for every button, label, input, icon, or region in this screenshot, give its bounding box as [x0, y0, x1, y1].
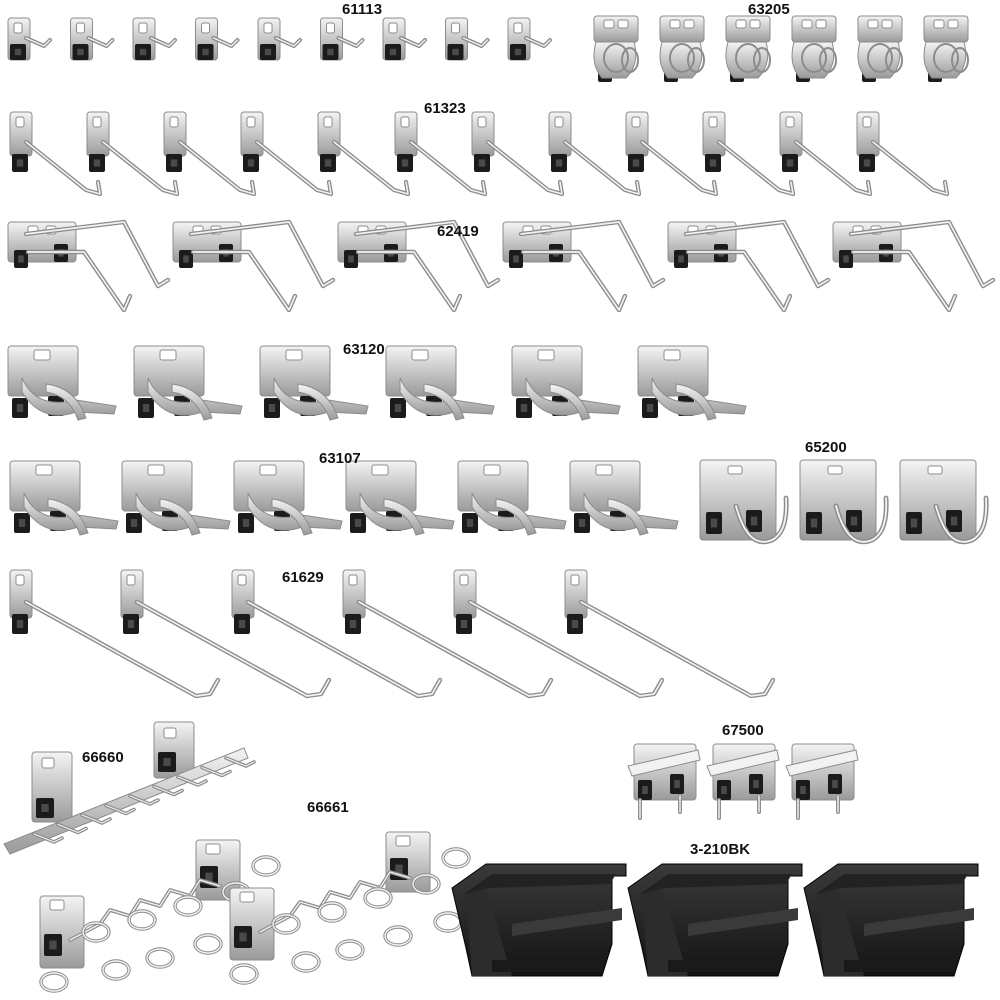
angled-hook-item	[856, 111, 950, 197]
part-group-63205	[593, 15, 969, 82]
short-hook-item	[257, 17, 302, 61]
angled-hook-item	[240, 111, 334, 197]
short-hook-item	[132, 17, 177, 61]
angled-hook-item	[317, 111, 411, 197]
long-hook-item	[564, 569, 776, 699]
label-62419: 62419	[437, 223, 479, 240]
double-hook-item	[337, 219, 501, 313]
double-clip-item	[659, 15, 705, 82]
ring-holder-item	[39, 839, 281, 993]
spring-clip-item	[121, 460, 231, 536]
short-hook-item	[507, 17, 552, 61]
spring-clip-item	[259, 345, 369, 421]
label-61113: 61113	[342, 1, 383, 18]
double-clip-item	[923, 15, 969, 82]
part-group-62419	[7, 219, 996, 313]
double-hook-item	[832, 219, 996, 313]
part-group-63107	[9, 460, 679, 536]
spring-clip-item	[457, 460, 567, 536]
angled-hook-item	[702, 111, 796, 197]
angled-hook-item	[548, 111, 642, 197]
label-63107: 63107	[319, 450, 361, 467]
short-hook-item	[7, 17, 52, 61]
label-66660: 66660	[82, 749, 124, 766]
ring-holder-item	[229, 831, 471, 985]
j-hook-item	[899, 459, 989, 545]
part-group-61629	[9, 569, 776, 699]
multi-tool-bar-item	[3, 721, 256, 855]
part-group-61113	[7, 17, 552, 61]
part-group-61323	[9, 111, 950, 197]
part-group-66660	[3, 721, 256, 855]
double-hook-item	[7, 219, 171, 313]
double-hook-item	[172, 219, 336, 313]
label-63120: 63120	[343, 341, 385, 358]
part-group-67500	[627, 743, 859, 820]
angled-hook-item	[394, 111, 488, 197]
double-clip-item	[725, 15, 771, 82]
double-clip-item	[593, 15, 639, 82]
short-hook-item	[382, 17, 427, 61]
spring-clip-item	[233, 460, 343, 536]
part-group-65200	[699, 459, 989, 545]
long-hook-item	[453, 569, 665, 699]
spring-clip-item	[7, 345, 117, 421]
angled-hook-item	[163, 111, 257, 197]
angled-hook-item	[625, 111, 719, 197]
storage-bin-item	[451, 863, 627, 977]
storage-bin-item	[803, 863, 979, 977]
j-hook-item	[699, 459, 789, 545]
bin-clip-item	[627, 743, 701, 820]
angled-hook-item	[779, 111, 873, 197]
j-hook-item	[799, 459, 889, 545]
short-hook-item	[70, 17, 115, 61]
label-67500: 67500	[722, 722, 764, 739]
long-hook-item	[9, 569, 221, 699]
spring-clip-item	[569, 460, 679, 536]
long-hook-item	[231, 569, 443, 699]
bin-clip-item	[785, 743, 859, 820]
angled-hook-item	[86, 111, 180, 197]
long-hook-item	[342, 569, 554, 699]
double-hook-item	[667, 219, 831, 313]
label-65200: 65200	[805, 439, 847, 456]
label-66661: 66661	[307, 799, 349, 816]
spring-clip-item	[637, 345, 747, 421]
spring-clip-item	[9, 460, 119, 536]
short-hook-item	[195, 17, 240, 61]
part-group-3-210BK	[451, 863, 979, 977]
storage-bin-item	[627, 863, 803, 977]
label-61323: 61323	[424, 100, 466, 117]
label-61629: 61629	[282, 569, 324, 586]
spring-clip-item	[511, 345, 621, 421]
angled-hook-item	[9, 111, 103, 197]
label-63205: 63205	[748, 1, 790, 18]
spring-clip-item	[133, 345, 243, 421]
short-hook-item	[445, 17, 490, 61]
short-hook-item	[320, 17, 365, 61]
part-group-66661	[39, 831, 471, 993]
double-hook-item	[502, 219, 666, 313]
angled-hook-item	[471, 111, 565, 197]
long-hook-item	[120, 569, 332, 699]
double-clip-item	[857, 15, 903, 82]
spring-clip-item	[345, 460, 455, 536]
spring-clip-item	[385, 345, 495, 421]
double-clip-item	[791, 15, 837, 82]
label-3-210BK: 3-210BK	[690, 841, 751, 858]
part-group-63120	[7, 345, 747, 421]
bin-clip-item	[706, 743, 780, 820]
